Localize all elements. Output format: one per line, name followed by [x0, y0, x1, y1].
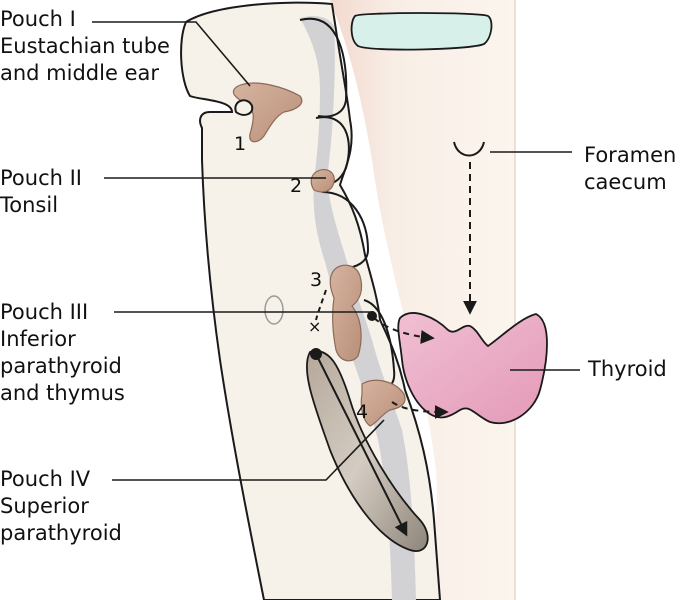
pouch-1-line-3: and middle ear — [0, 61, 159, 85]
thymus-origin-dot — [310, 348, 322, 360]
pouch-4-migration-arrow — [391, 401, 449, 419]
thyroid-label: Thyroid — [588, 356, 667, 383]
foramen-caecum-line-1: Foramen — [584, 143, 677, 167]
pouch-4-line-2: Superior — [0, 494, 89, 518]
pouch-3-line-4: and thymus — [0, 381, 125, 405]
pouch-1-title: Pouch I — [0, 7, 76, 31]
pharyngeal-groove — [300, 16, 416, 600]
pouch-number-4: 4 — [356, 401, 368, 423]
foramen-caecum-line-2: caecum — [584, 170, 667, 194]
pouch-1-line-2: Eustachian tube — [0, 34, 170, 58]
neck-tissue-region — [330, 0, 515, 600]
pouch-number-2: 2 — [290, 175, 302, 197]
small-oval — [264, 295, 284, 325]
foramen-caecum-mark — [453, 141, 485, 157]
pouch-4-line-3: parathyroid — [0, 521, 122, 545]
pouch-1-curl — [234, 99, 254, 116]
pouch-3-title: Pouch III — [0, 300, 89, 324]
pharyngeal-arches-column — [180, 1, 442, 600]
pouch-2-line-2: Tonsil — [0, 193, 59, 217]
pouch-3-line-3: parathyroid — [0, 354, 122, 378]
cartilage-shape — [350, 12, 493, 51]
thyroid-label-text: Thyroid — [588, 357, 667, 381]
pouch-3-dashed-path — [315, 289, 327, 321]
pouch-3-migration-arrow — [373, 317, 435, 344]
thymus-migration-tube — [306, 350, 429, 552]
pouch-number-3: 3 — [310, 269, 322, 291]
pouch-2-shape — [310, 169, 335, 193]
arch-1-outline — [299, 17, 348, 118]
foramen-caecum-label: Foramen caecum — [584, 142, 676, 196]
pouch-3-label: Pouch III Inferior parathyroid and thymu… — [0, 299, 125, 407]
pouch-3-line-2: Inferior — [0, 327, 76, 351]
pouch-2-title: Pouch II — [0, 166, 82, 190]
pouch-4-shape — [360, 379, 406, 427]
arch-3-outline — [321, 191, 370, 269]
pouch-1-label: Pouch I Eustachian tube and middle ear — [0, 6, 170, 87]
pouch-4-title: Pouch IV — [0, 467, 91, 491]
pouch-1-leader-line — [92, 21, 251, 87]
pouch-4-leader-line — [112, 419, 385, 481]
thymus-arrow — [317, 357, 408, 537]
pouch-number-1: 1 — [234, 133, 246, 155]
pouch-2-label: Pouch II Tonsil — [0, 165, 82, 219]
pouch-3-shape — [329, 264, 363, 362]
pouch-4-label: Pouch IV Superior parathyroid — [0, 466, 122, 547]
thyroid-gland — [397, 312, 548, 425]
pouch-3-cross-mark: × — [308, 317, 321, 336]
